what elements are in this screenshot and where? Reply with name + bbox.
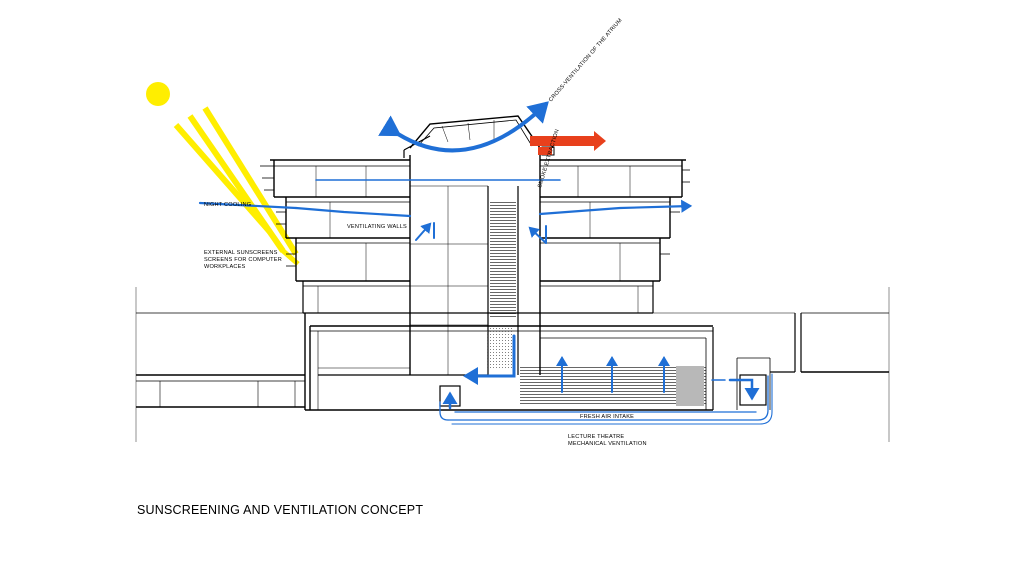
- diagram-caption: SUNSCREENING AND VENTILATION CONCEPT: [137, 503, 424, 517]
- label-sunscreens-1: EXTERNAL SUNSCREENS: [204, 250, 278, 256]
- sun-ray-3: [173, 123, 273, 234]
- stair-hatch: [490, 200, 516, 318]
- label-cross-ventilation: CROSS-VENTILATION OF THE ATRIUM: [548, 17, 624, 103]
- smoke-extraction-arrow: [530, 131, 606, 155]
- label-sunscreens-3: WORKPLACES: [204, 264, 246, 270]
- label-sunscreens-2: SCREENS FOR COMPUTER: [204, 257, 282, 263]
- site-context: [135, 287, 890, 442]
- dotted-core: [486, 328, 514, 368]
- label-night-cooling: NIGHT COOLING: [204, 202, 251, 208]
- sun-group: [146, 82, 300, 266]
- label-fresh-air-intake: FRESH AIR INTAKE: [580, 414, 634, 420]
- label-lecture-2: MECHANICAL VENTILATION: [568, 441, 647, 447]
- sun-ray-1: [202, 106, 299, 256]
- label-ventilating-walls: VENTILATING WALLS: [347, 224, 407, 230]
- label-lecture-1: LECTURE THEATRE: [568, 434, 624, 440]
- sun-icon: [146, 82, 170, 106]
- lecture-shade: [676, 366, 704, 406]
- airflow-arrows: [198, 101, 773, 425]
- night-cooling-arrow-left: [198, 201, 298, 210]
- cross-ventilation-arrow: [378, 101, 549, 153]
